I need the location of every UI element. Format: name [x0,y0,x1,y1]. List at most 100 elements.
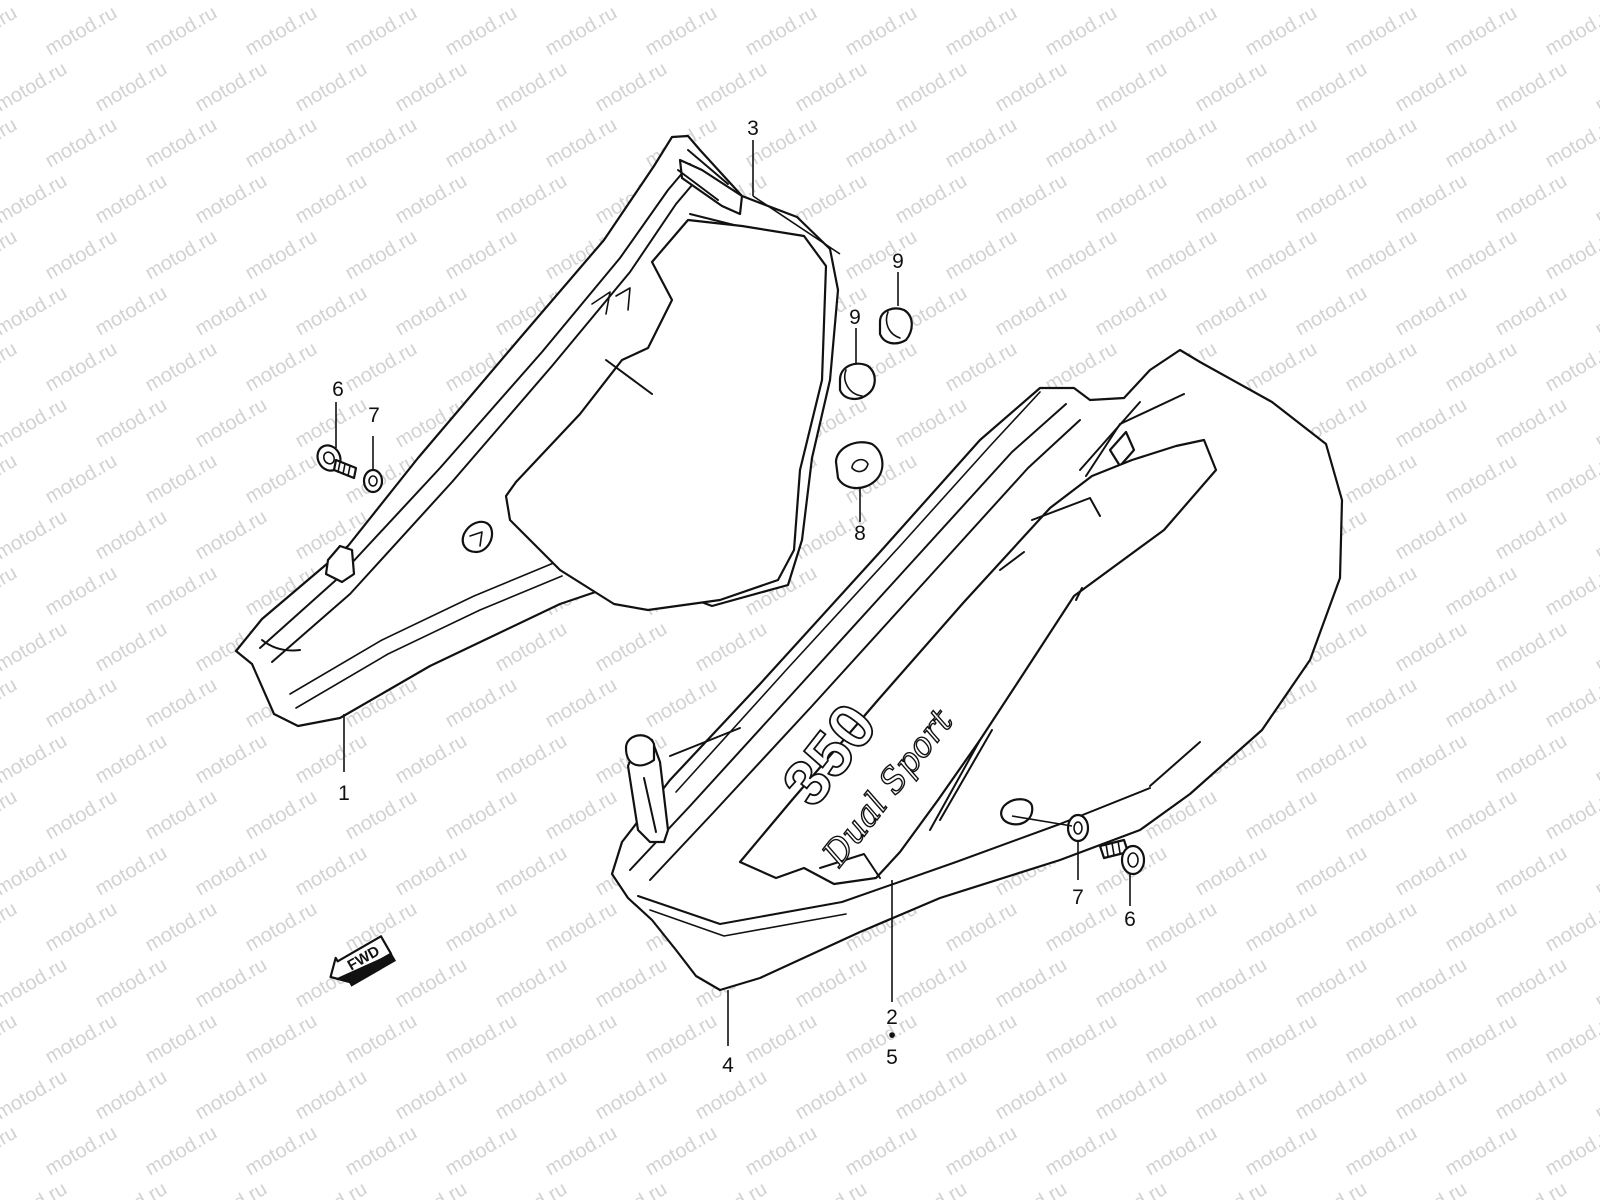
watermark-text: motod.ru [1442,226,1521,285]
watermark-text: motod.ru [342,114,421,173]
watermark-text: motod.ru [1492,954,1571,1013]
watermark-text: motod.ru [842,1122,921,1181]
grommet-top [878,307,913,345]
watermark-text: motod.ru [692,618,771,677]
watermark-text: motod.ru [442,2,521,61]
grommet-middle [838,362,876,400]
watermark-text: motod.ru [1442,786,1521,845]
watermark-text: motod.ru [1592,954,1600,1013]
watermark-text: motod.ru [292,730,371,789]
watermark-text: motod.ru [542,114,621,173]
watermark-text: motod.ru [92,1178,171,1200]
watermark-text: motod.ru [592,1178,671,1200]
watermark-text: motod.ru [292,1066,371,1125]
watermark-text: motod.ru [742,1122,821,1181]
watermark-text: motod.ru [92,954,171,1013]
watermark-text: motod.ru [1542,562,1600,621]
watermark-text: motod.ru [742,1010,821,1069]
watermark-text: motod.ru [1392,0,1471,4]
watermark-text: motod.ru [1392,170,1471,229]
watermark-text: motod.ru [0,450,21,509]
watermark-text: motod.ru [92,842,171,901]
watermark-text: motod.ru [942,898,1021,957]
watermark-text: motod.ru [142,114,221,173]
watermark-text: motod.ru [0,1066,71,1125]
watermark-text: motod.ru [1592,170,1600,229]
watermark-text: motod.ru [1342,338,1421,397]
watermark-text: motod.ru [292,282,371,341]
watermark-text: motod.ru [192,954,271,1013]
watermark-text: motod.ru [492,954,571,1013]
watermark-text: motod.ru [0,562,21,621]
watermark-text: motod.ru [192,1178,271,1200]
watermark-text: motod.ru [1192,58,1271,117]
watermark-text: motod.ru [242,114,321,173]
watermark-text: motod.ru [1342,562,1421,621]
watermark-text: motod.ru [1442,114,1521,173]
watermark-text: motod.ru [292,58,371,117]
watermark-text: motod.ru [42,2,121,61]
watermark-text: motod.ru [42,338,121,397]
watermark-text: motod.ru [1342,898,1421,957]
callout-7-right: 7 [1072,886,1084,909]
watermark-text: motod.ru [1542,338,1600,397]
watermark-text: motod.ru [442,786,521,845]
watermark-text: motod.ru [342,786,421,845]
watermark-text: motod.ru [592,954,671,1013]
watermark-text: motod.ru [842,2,921,61]
watermark-text: motod.ru [192,58,271,117]
watermark-text: motod.ru [442,226,521,285]
watermark-text: motod.ru [1392,730,1471,789]
watermark-text: motod.ru [1592,842,1600,901]
watermark-text: motod.ru [592,0,671,4]
watermark-text: motod.ru [1442,562,1521,621]
watermark-text: motod.ru [92,394,171,453]
watermark-text: motod.ru [1192,842,1271,901]
watermark-text: motod.ru [142,674,221,733]
left-frame-cover [234,134,840,728]
watermark-text: motod.ru [792,954,871,1013]
watermark-text: motod.ru [1442,2,1521,61]
watermark-text: motod.ru [1092,58,1171,117]
watermark-text: motod.ru [942,114,1021,173]
watermark-text: motod.ru [292,170,371,229]
watermark-text: motod.ru [1042,2,1121,61]
watermark-text: motod.ru [1492,58,1571,117]
watermark-text: motod.ru [892,170,971,229]
watermark-text: motod.ru [1542,226,1600,285]
watermark-text: motod.ru [1592,58,1600,117]
watermark-text: motod.ru [842,114,921,173]
watermark-text: motod.ru [1492,1178,1571,1200]
watermark-text: motod.ru [1542,898,1600,957]
watermark-text: motod.ru [342,226,421,285]
watermark-text: motod.ru [1192,282,1271,341]
watermark-text: motod.ru [1392,1066,1471,1125]
watermark-text: motod.ru [0,618,71,677]
watermark-text: motod.ru [92,1066,171,1125]
watermark-text: motod.ru [0,394,71,453]
watermark-text: motod.ru [1042,226,1121,285]
watermark-text: motod.ru [392,282,471,341]
watermark-text: motod.ru [1042,1010,1121,1069]
watermark-text: motod.ru [492,730,571,789]
watermark-text: motod.ru [392,1066,471,1125]
watermark-text: motod.ru [1342,1122,1421,1181]
watermark-text: motod.ru [42,786,121,845]
watermark-text: motod.ru [392,170,471,229]
watermark-text: motod.ru [142,786,221,845]
right-bolt [1098,838,1146,876]
callout-3: 3 [747,117,759,140]
watermark-text: motod.ru [1492,394,1571,453]
watermark-text: motod.ru [0,226,21,285]
watermark-text: motod.ru [1142,898,1221,957]
callout-2: 2 [886,1006,898,1029]
watermark-text: motod.ru [1242,226,1321,285]
watermark-text: motod.ru [292,1178,371,1200]
watermark-text: motod.ru [592,1066,671,1125]
callout-8: 8 [854,522,866,545]
watermark-text: motod.ru [542,1010,621,1069]
watermark-text: motod.ru [0,1178,71,1200]
watermark-text: motod.ru [1192,1178,1271,1200]
watermark-text: motod.ru [392,730,471,789]
callout-9-top: 9 [892,250,904,273]
